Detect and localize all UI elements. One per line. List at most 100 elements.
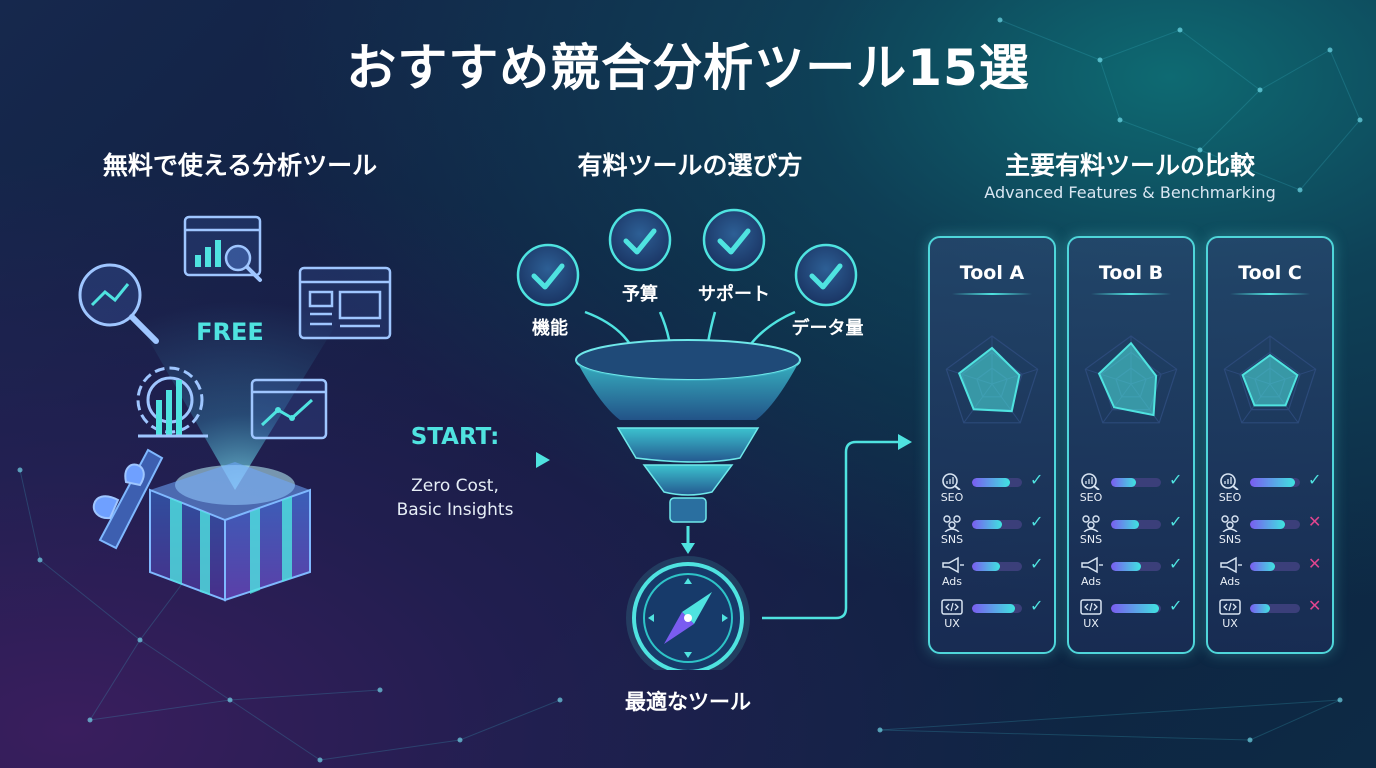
metric-label: SNS [1079,533,1103,546]
metric-bar [1250,478,1300,487]
network-link [999,19,1101,61]
selection-funnel-diagram [516,208,858,670]
network-link [1249,699,1341,741]
check-icon: ✓ [1030,470,1044,489]
metric-row: SNS✕ [1208,512,1332,552]
network-node [1337,697,1343,703]
comparison-subheading: Advanced Features & Benchmarking [984,183,1276,202]
free-tools-heading: 無料で使える分析ツール [102,151,378,180]
tool-name: Tool A [959,262,1025,284]
network-node [1297,187,1303,193]
metric-row: UX ✕ [1208,596,1332,636]
line-chart-icon [250,378,328,440]
metric-label: Ads [1219,575,1241,588]
metric-bar [1250,604,1300,613]
metric-bar-fill [1111,520,1139,529]
metric-bar [1111,520,1161,529]
metric-bar [972,520,1022,529]
result-label: 最適なツール [625,690,751,714]
metric-row: SEO✓ [930,470,1054,510]
ux-code-icon [1079,598,1103,616]
network-link [1259,49,1331,91]
network-link [1119,119,1201,151]
metric-row: SEO ✓ [1208,470,1332,510]
metric-bar [1250,520,1300,529]
metric-row: Ads✕ [1208,554,1332,594]
network-link [1299,119,1361,191]
tool-name-divider [1230,293,1310,295]
metric-bar-fill [1250,562,1275,571]
radar-grid-ring [945,335,1039,424]
network-link [89,639,141,721]
radar-grid-ring [1239,351,1301,411]
metric-row: UX✓ [930,596,1054,636]
tool-name-divider [952,293,1032,295]
page-title: おすすめ競合分析ツール15選 [346,39,1030,97]
selection-heading: 有料ツールの選び方 [577,151,803,180]
network-node [557,697,563,703]
metric-label: Ads [1080,575,1102,588]
network-node [1197,147,1203,153]
metric-row: SNS✓ [930,512,1054,552]
metric-row: Ads✓ [1069,554,1193,594]
network-link [1329,49,1361,121]
metric-bar [1111,562,1161,571]
metric-bar-fill [972,478,1010,487]
metric-label: SNS [940,533,964,546]
sns-people-icon [1218,514,1242,533]
check-icon: ✓ [1308,470,1322,489]
metric-bar [972,562,1022,571]
ads-megaphone-icon [1079,556,1103,574]
network-node [997,17,1003,23]
network-node [37,557,43,563]
metric-bar-fill [1111,604,1159,613]
network-link [89,699,231,721]
gift-box-icon [92,448,311,602]
network-node [1177,27,1183,33]
metric-bar-fill [972,562,1000,571]
network-node [1327,47,1333,53]
network-node [1357,117,1363,123]
ads-megaphone-icon [940,556,964,574]
check-circle-icon [702,208,766,272]
gear-chart-icon [136,366,208,438]
metric-bar-fill [972,520,1002,529]
cross-icon: ✕ [1308,596,1322,615]
ads-megaphone-icon [1218,556,1242,574]
metric-bar [972,478,1022,487]
network-link [319,739,461,761]
start-arrow-icon [370,452,550,468]
metric-label: UX [1083,617,1099,630]
window-layout-icon [298,266,392,340]
start-line-1: Zero Cost, [411,476,499,496]
network-node [377,687,383,693]
metric-label: SEO [1218,491,1242,504]
network-node [457,737,463,743]
radar-shape [1241,353,1299,407]
free-tools-illustration [78,215,400,602]
comparison-heading: 主要有料ツールの比較 [1004,151,1255,180]
metric-bar [1250,562,1300,571]
magnifier-chart-icon [78,263,159,344]
network-node [877,727,883,733]
network-node [1257,87,1263,93]
metric-row: SEO✓ [1069,470,1193,510]
criteria-label-1: 予算 [622,284,658,305]
seo-search-icon [1079,472,1103,491]
free-badge: FREE [196,318,264,346]
network-link [1099,29,1181,61]
sns-people-icon [1079,514,1103,533]
metric-label: UX [1222,617,1238,630]
network-link [19,469,41,561]
metric-bar-fill [1250,520,1285,529]
radar-chart [1084,335,1178,424]
metric-row: Ads✓ [930,554,1054,594]
tool-name: Tool C [1238,262,1302,284]
start-line-2: Basic Insights [396,500,514,520]
cross-icon: ✕ [1308,512,1322,531]
network-node [227,697,233,703]
sns-people-icon [940,514,964,533]
metric-bar [972,604,1022,613]
